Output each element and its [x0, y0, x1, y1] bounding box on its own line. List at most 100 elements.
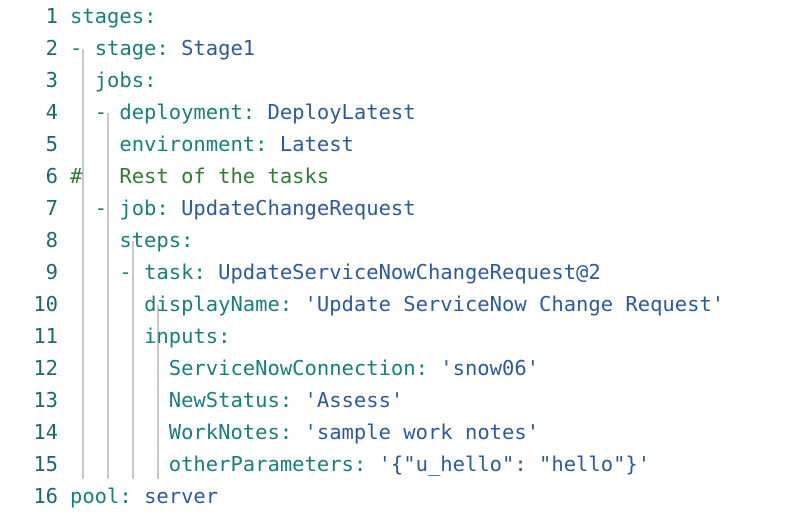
line-number: 15	[33, 452, 58, 476]
token-key: environment	[119, 132, 256, 156]
code-line[interactable]: 10 displayName: 'Update ServiceNow Chang…	[0, 288, 786, 320]
line-number: 16	[33, 484, 58, 508]
line-number: 10	[33, 292, 58, 316]
line-number: 14	[33, 420, 58, 444]
line-content[interactable]: inputs:	[58, 320, 230, 352]
token-value: server	[144, 484, 219, 508]
line-content[interactable]: pool: server	[58, 480, 218, 512]
token-dash: -	[70, 260, 145, 284]
line-content[interactable]: displayName: 'Update ServiceNow Change R…	[58, 288, 724, 320]
token-string: 'sample work notes'	[304, 420, 540, 444]
token-string: '{"u_hello": "hello"}'	[378, 452, 651, 476]
code-line[interactable]: 12 ServiceNowConnection: 'snow06'	[0, 352, 786, 384]
token-key: job	[119, 196, 157, 220]
token-punct: :	[181, 228, 194, 252]
token-key: displayName	[144, 292, 280, 316]
line-content[interactable]: - stage: Stage1	[58, 32, 255, 64]
token-plain	[70, 228, 119, 252]
token-string: 'Assess'	[304, 388, 404, 412]
line-number: 5	[45, 132, 58, 156]
token-punct: :	[353, 452, 379, 476]
token-punct: :	[279, 388, 305, 412]
line-content[interactable]: NewStatus: 'Assess'	[58, 384, 404, 416]
token-punct: :	[144, 4, 157, 28]
code-line[interactable]: 2- stage: Stage1	[0, 32, 786, 64]
line-content[interactable]: environment: Latest	[58, 128, 354, 160]
token-key: pool	[70, 484, 120, 508]
code-line[interactable]: 14 WorkNotes: 'sample work notes'	[0, 416, 786, 448]
line-content[interactable]: - task: UpdateServiceNowChangeRequest@2	[58, 256, 601, 288]
token-punct: :	[218, 324, 231, 348]
token-punct: :	[156, 36, 182, 60]
token-plain	[70, 68, 95, 92]
token-plain	[70, 420, 169, 444]
line-number: 3	[45, 68, 58, 92]
token-punct: :	[279, 292, 305, 316]
token-value: UpdateChangeRequest	[181, 196, 416, 220]
line-content[interactable]: - deployment: DeployLatest	[58, 96, 416, 128]
token-plain	[70, 132, 119, 156]
code-line[interactable]: 7 - job: UpdateChangeRequest	[0, 192, 786, 224]
line-content[interactable]: steps:	[58, 224, 193, 256]
line-number: 9	[45, 260, 58, 284]
code-line[interactable]: 3 jobs:	[0, 64, 786, 96]
line-number: 6	[45, 164, 58, 188]
token-dash: -	[70, 36, 95, 60]
line-number: 11	[33, 324, 58, 348]
line-number: 4	[45, 100, 58, 124]
token-key: NewStatus	[168, 388, 280, 412]
token-value: UpdateServiceNowChangeRequest@2	[218, 260, 601, 284]
token-key: jobs	[94, 68, 145, 92]
code-line[interactable]: 15 otherParameters: '{"u_hello": "hello"…	[0, 448, 786, 480]
token-punct: :	[144, 68, 157, 92]
token-punct: :	[242, 100, 268, 124]
code-line[interactable]: 13 NewStatus: 'Assess'	[0, 384, 786, 416]
token-plain	[70, 356, 169, 380]
token-key: deployment	[119, 100, 243, 124]
token-key: WorkNotes	[168, 420, 280, 444]
line-number: 13	[33, 388, 58, 412]
line-content[interactable]: - job: UpdateChangeRequest	[58, 192, 416, 224]
token-value: Stage1	[181, 36, 256, 60]
token-dash: -	[70, 196, 120, 220]
token-plain	[70, 388, 169, 412]
token-punct: :	[415, 356, 441, 380]
line-content[interactable]: WorkNotes: 'sample work notes'	[58, 416, 539, 448]
token-string: 'snow06'	[440, 356, 540, 380]
line-number: 2	[45, 36, 58, 60]
token-key: inputs	[144, 324, 219, 348]
token-plain	[70, 292, 144, 316]
code-line[interactable]: 5 environment: Latest	[0, 128, 786, 160]
token-comment: # Rest of the tasks	[70, 164, 330, 188]
line-content[interactable]: # Rest of the tasks	[58, 160, 329, 192]
line-content[interactable]: ServiceNowConnection: 'snow06'	[58, 352, 539, 384]
line-content[interactable]: stages:	[58, 0, 156, 32]
line-number: 1	[45, 4, 58, 28]
code-line[interactable]: 8 steps:	[0, 224, 786, 256]
line-content[interactable]: jobs:	[58, 64, 157, 96]
token-key: stage	[94, 36, 157, 60]
token-punct: :	[255, 132, 280, 156]
code-line[interactable]: 6 # Rest of the tasks	[0, 160, 786, 192]
token-key: stages	[70, 4, 145, 28]
code-line[interactable]: 11 inputs:	[0, 320, 786, 352]
token-key: steps	[119, 228, 182, 252]
token-plain	[70, 324, 144, 348]
token-punct: :	[193, 260, 219, 284]
token-plain	[70, 452, 169, 476]
token-key: ServiceNowConnection	[168, 356, 416, 380]
line-content[interactable]: otherParameters: '{"u_hello": "hello"}'	[58, 448, 650, 480]
token-punct: :	[156, 196, 182, 220]
code-line[interactable]: 4 - deployment: DeployLatest	[0, 96, 786, 128]
line-number: 7	[45, 196, 58, 220]
token-key: otherParameters	[168, 452, 354, 476]
code-line[interactable]: 9 - task: UpdateServiceNowChangeRequest@…	[0, 256, 786, 288]
token-dash: -	[70, 100, 120, 124]
line-number: 12	[33, 356, 58, 380]
token-punct: :	[119, 484, 145, 508]
token-value: DeployLatest	[267, 100, 416, 124]
